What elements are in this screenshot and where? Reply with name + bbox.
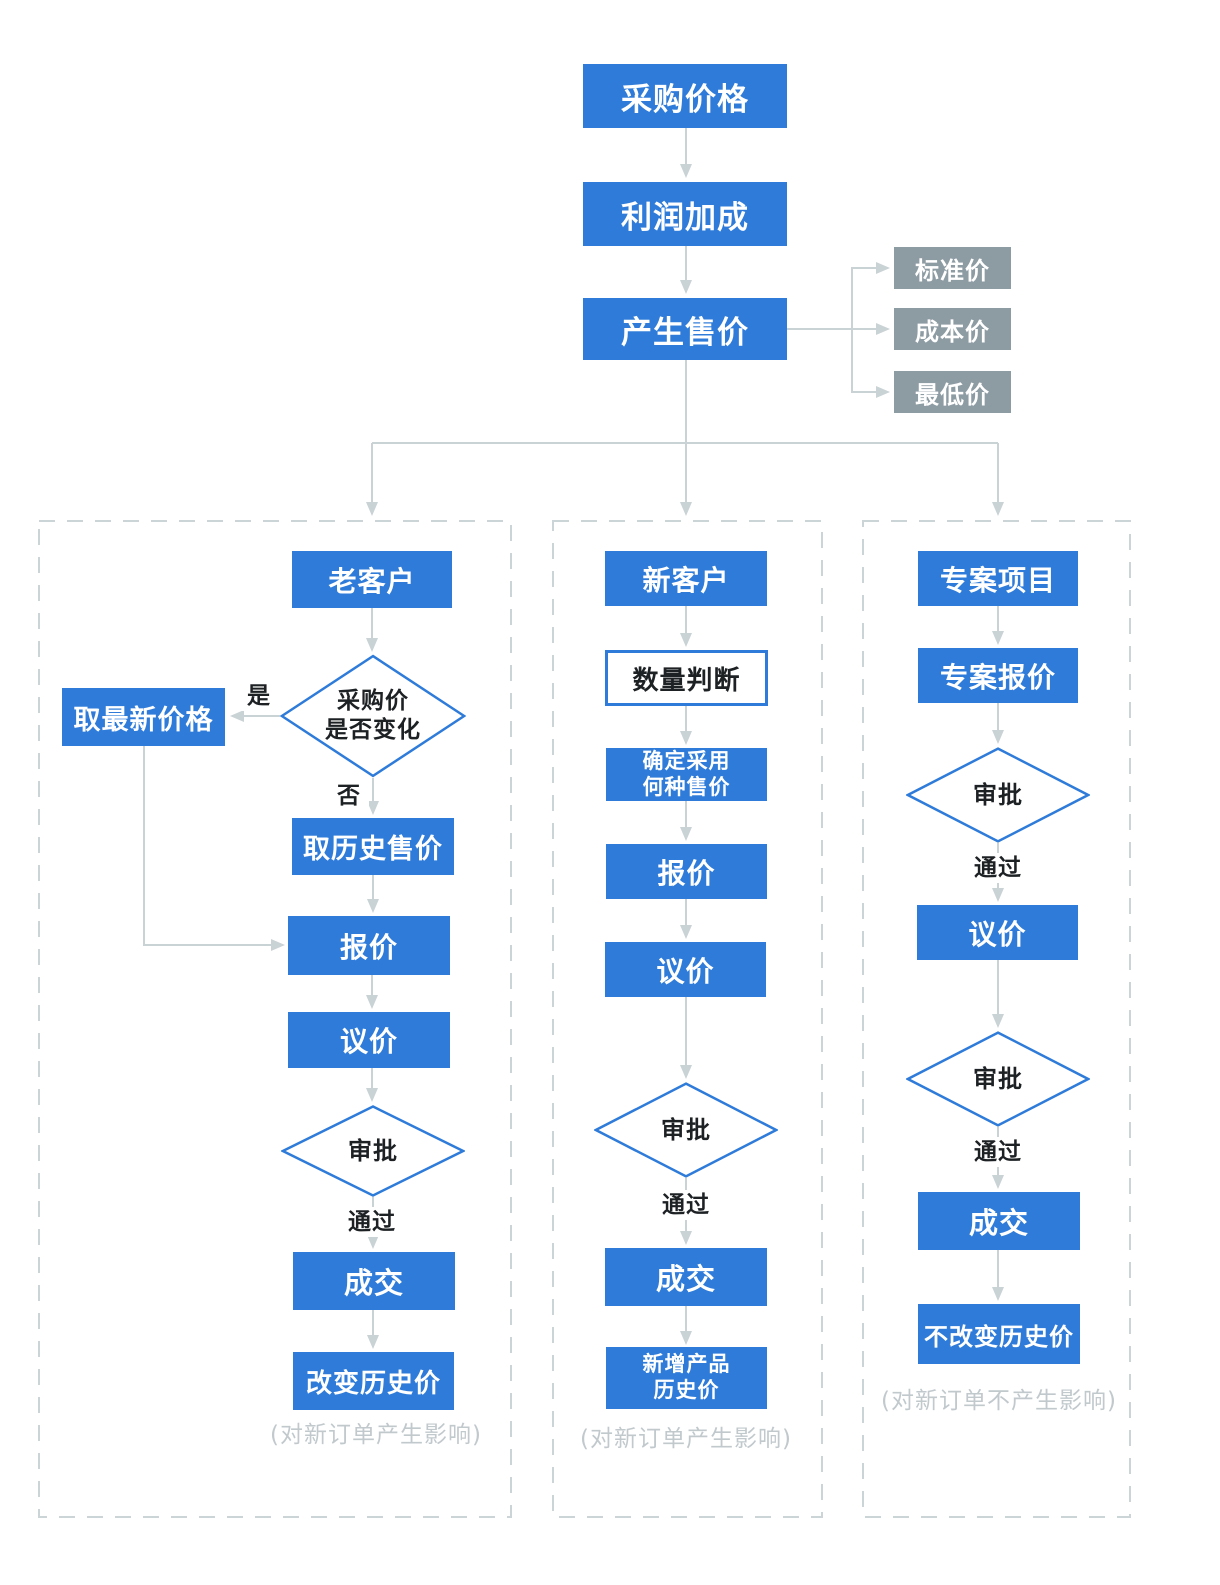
node-quote-old: 报价: [288, 916, 450, 975]
node-label: 标准价: [915, 256, 990, 285]
node-label: 议价: [656, 954, 715, 988]
decision-label-line1: 采购价: [337, 688, 409, 715]
node-old-customer: 老客户: [292, 551, 452, 608]
node-special-project: 专案项目: [918, 551, 1078, 606]
node-label: 采购价格: [621, 81, 749, 118]
node-label-line2: 历史价: [653, 1378, 720, 1402]
decision-approve-old: 审批: [281, 1105, 465, 1197]
group-borders: [38, 520, 1131, 1518]
node-label: 老客户: [328, 564, 416, 598]
flow-arrows: [143, 128, 1004, 1349]
decision-approve-special-1: 审批: [906, 747, 1090, 843]
decision-label: 审批: [973, 1065, 1023, 1093]
node-label: 改变历史价: [305, 1368, 441, 1399]
node-cost-price: 成本价: [894, 308, 1011, 350]
node-label: 报价: [657, 856, 716, 890]
node-label: 成交: [343, 1266, 404, 1300]
decision-purchase-price-changed: 采购价 是否变化: [280, 654, 466, 778]
node-new-customer: 新客户: [605, 551, 767, 606]
edge-label-pass-new: 通过: [658, 1190, 714, 1220]
node-negotiate-special: 议价: [917, 905, 1078, 960]
node-take-latest-price: 取最新价格: [62, 688, 225, 746]
node-purchase-price: 采购价格: [583, 64, 787, 128]
node-deal-special: 成交: [918, 1192, 1080, 1250]
node-add-product-history-price: 新增产品 历史价: [606, 1347, 767, 1409]
decision-label: 审批: [661, 1116, 711, 1144]
edge-label-yes: 是: [236, 681, 282, 711]
diamond-shape: [280, 654, 466, 778]
node-label: 不改变历史价: [924, 1322, 1074, 1351]
node-label: 利润加成: [621, 199, 749, 236]
node-label: 最低价: [915, 380, 990, 409]
node-determine-price-type: 确定采用 何种售价: [606, 748, 767, 801]
node-label: 议价: [968, 917, 1027, 951]
node-standard-price: 标准价: [894, 247, 1011, 289]
node-negotiate-new: 议价: [605, 942, 766, 997]
node-deal-new: 成交: [605, 1248, 767, 1306]
node-change-history-price: 改变历史价: [293, 1352, 454, 1410]
node-label: 报价: [339, 930, 398, 964]
diamond-shape: [906, 747, 1090, 843]
decision-label: 审批: [348, 1137, 398, 1165]
edge-label-pass-special-1: 通过: [970, 853, 1026, 883]
edge-label-pass-special-2: 通过: [970, 1137, 1026, 1167]
node-label: 专案报价: [939, 660, 1056, 694]
node-produce-sell-price: 产生售价: [583, 298, 787, 360]
node-quote-new: 报价: [606, 844, 767, 899]
edge-label-pass-old: 通过: [344, 1207, 400, 1237]
node-take-history-price: 取历史售价: [292, 818, 454, 875]
node-label: 数量判断: [632, 665, 741, 696]
decision-approve-special-2: 审批: [906, 1031, 1090, 1127]
node-label: 取历史售价: [303, 834, 443, 865]
node-label: 成交: [968, 1206, 1029, 1240]
diamond-shape: [281, 1105, 465, 1197]
node-label: 成本价: [915, 317, 990, 346]
node-keep-history-price: 不改变历史价: [918, 1304, 1080, 1364]
node-label-line1: 新增产品: [642, 1352, 731, 1377]
caption-special-project: (对新订单不产生影响): [881, 1388, 1117, 1414]
node-label: 产生售价: [621, 314, 749, 351]
node-label: 新客户: [642, 563, 730, 597]
caption-new-customer: (对新订单产生影响): [580, 1426, 792, 1452]
special-project-group-border: [862, 520, 1131, 1518]
diamond-shape: [594, 1082, 778, 1178]
node-label: 成交: [655, 1262, 716, 1296]
node-label: 专案项目: [939, 563, 1056, 597]
decision-label-line2: 是否变化: [325, 717, 421, 743]
node-label: 议价: [339, 1025, 398, 1058]
node-deal-old: 成交: [293, 1252, 455, 1310]
node-profit-markup: 利润加成: [583, 182, 787, 246]
diamond-shape: [906, 1031, 1090, 1127]
new-customer-group-border: [552, 520, 823, 1518]
decision-approve-new: 审批: [594, 1082, 778, 1178]
decision-label: 审批: [973, 781, 1023, 809]
node-negotiate-old: 议价: [288, 1012, 450, 1068]
edge-label-no: 否: [329, 781, 369, 811]
node-lowest-price: 最低价: [894, 371, 1011, 413]
caption-old-customer: (对新订单产生影响): [270, 1422, 482, 1448]
old-customer-group-border: [38, 520, 512, 1518]
node-label-line2: 何种售价: [642, 774, 731, 799]
node-special-quote: 专案报价: [918, 648, 1078, 703]
node-label-line1: 确定采用: [642, 748, 731, 773]
node-label: 取最新价格: [73, 704, 214, 736]
node-quantity-judgement: 数量判断: [605, 650, 768, 706]
